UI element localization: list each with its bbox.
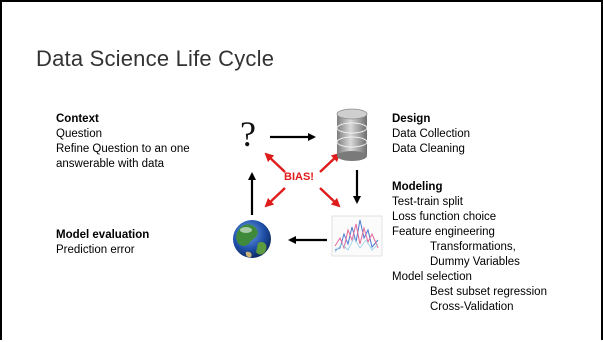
modeling-subitem: Cross-Validation [430,301,514,313]
modeling-heading: Modeling [392,181,443,193]
evaluation-block: Model evaluation Prediction error [56,228,149,258]
bias-arrow-evaluation [264,187,286,208]
bias-arrow-question [264,152,286,173]
database-icon [336,108,368,161]
modeling-subitem: Dummy Variables [430,256,520,268]
modeling-subitem: Transformations, [430,241,516,253]
context-line: answerable with data [56,158,165,170]
design-heading: Design [392,113,431,125]
bias-arrow-modeling [319,187,341,208]
design-line: Data Cleaning [392,143,465,155]
design-line: Data Collection [392,128,470,140]
bias-label: BIAS! [284,171,314,183]
modeling-item: Loss function choice [392,211,497,223]
slide-title: Data Science Life Cycle [36,46,275,71]
design-block: Design Data Collection Data Cleaning [392,112,470,157]
modeling-item: Test-train split [392,196,463,208]
question-mark-icon: ? [240,114,256,154]
modeling-item: Feature engineering [392,226,495,238]
evaluation-line: Prediction error [56,244,135,256]
context-line: Question [56,128,103,140]
modeling-block: Modeling Test-train split Loss function … [392,180,547,315]
chart-thumbnail-icon [331,215,383,257]
globe-icon [233,220,271,258]
context-block: Context Question Refine Question to an o… [56,112,190,172]
modeling-item: Model selection [392,271,472,283]
context-line: Refine Question to an one [56,143,190,155]
context-heading: Context [56,113,99,125]
bias-arrow-design [319,152,341,173]
modeling-subitem: Best subset regression [430,286,547,298]
evaluation-heading: Model evaluation [56,229,150,241]
